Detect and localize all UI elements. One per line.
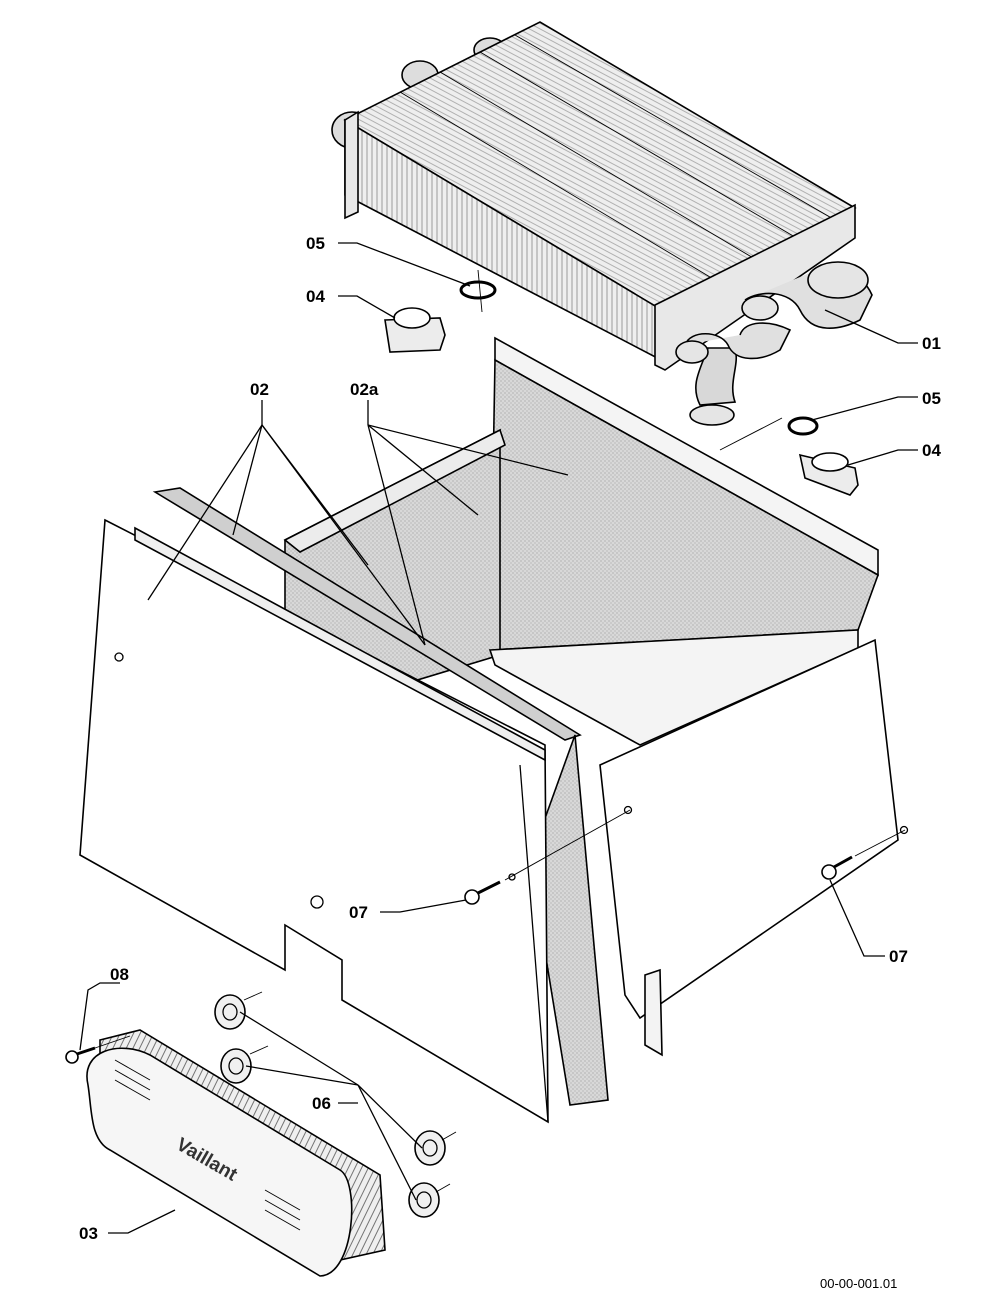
label-02: 02 <box>250 380 269 399</box>
clip-04-left <box>384 307 446 353</box>
leader-lines <box>79 242 918 1234</box>
screw-07-left <box>464 880 501 905</box>
insulation-strip-02 <box>152 487 609 1106</box>
label-02a: 02a <box>350 380 379 399</box>
front-panel-left <box>79 518 549 1124</box>
label-08: 08 <box>110 965 129 984</box>
label-03: 03 <box>79 1224 98 1243</box>
heat-exchanger-01 <box>331 21 873 426</box>
label-06: 06 <box>312 1094 331 1113</box>
label-01: 01 <box>922 334 941 353</box>
label-05-left: 05 <box>306 234 325 253</box>
screw-07-right <box>821 855 853 880</box>
label-04-right: 04 <box>922 441 941 460</box>
footer-code: 00-00-001.01 <box>820 1276 897 1290</box>
screw-08 <box>65 1046 96 1064</box>
part-labels: 05 04 01 05 04 02 02a 07 07 08 06 03 00-… <box>79 234 941 1290</box>
label-04-left: 04 <box>306 287 325 306</box>
plate-heat-exchanger-03: Vaillant <box>86 1029 386 1277</box>
o-ring-05-right <box>787 416 819 436</box>
label-05-right: 05 <box>922 389 941 408</box>
side-panel-right <box>599 638 909 1057</box>
label-07-right: 07 <box>889 947 908 966</box>
clip-04-right <box>798 452 859 496</box>
o-ring-05-left <box>459 280 497 300</box>
seals-06 <box>214 994 446 1218</box>
label-07-left: 07 <box>349 903 368 922</box>
